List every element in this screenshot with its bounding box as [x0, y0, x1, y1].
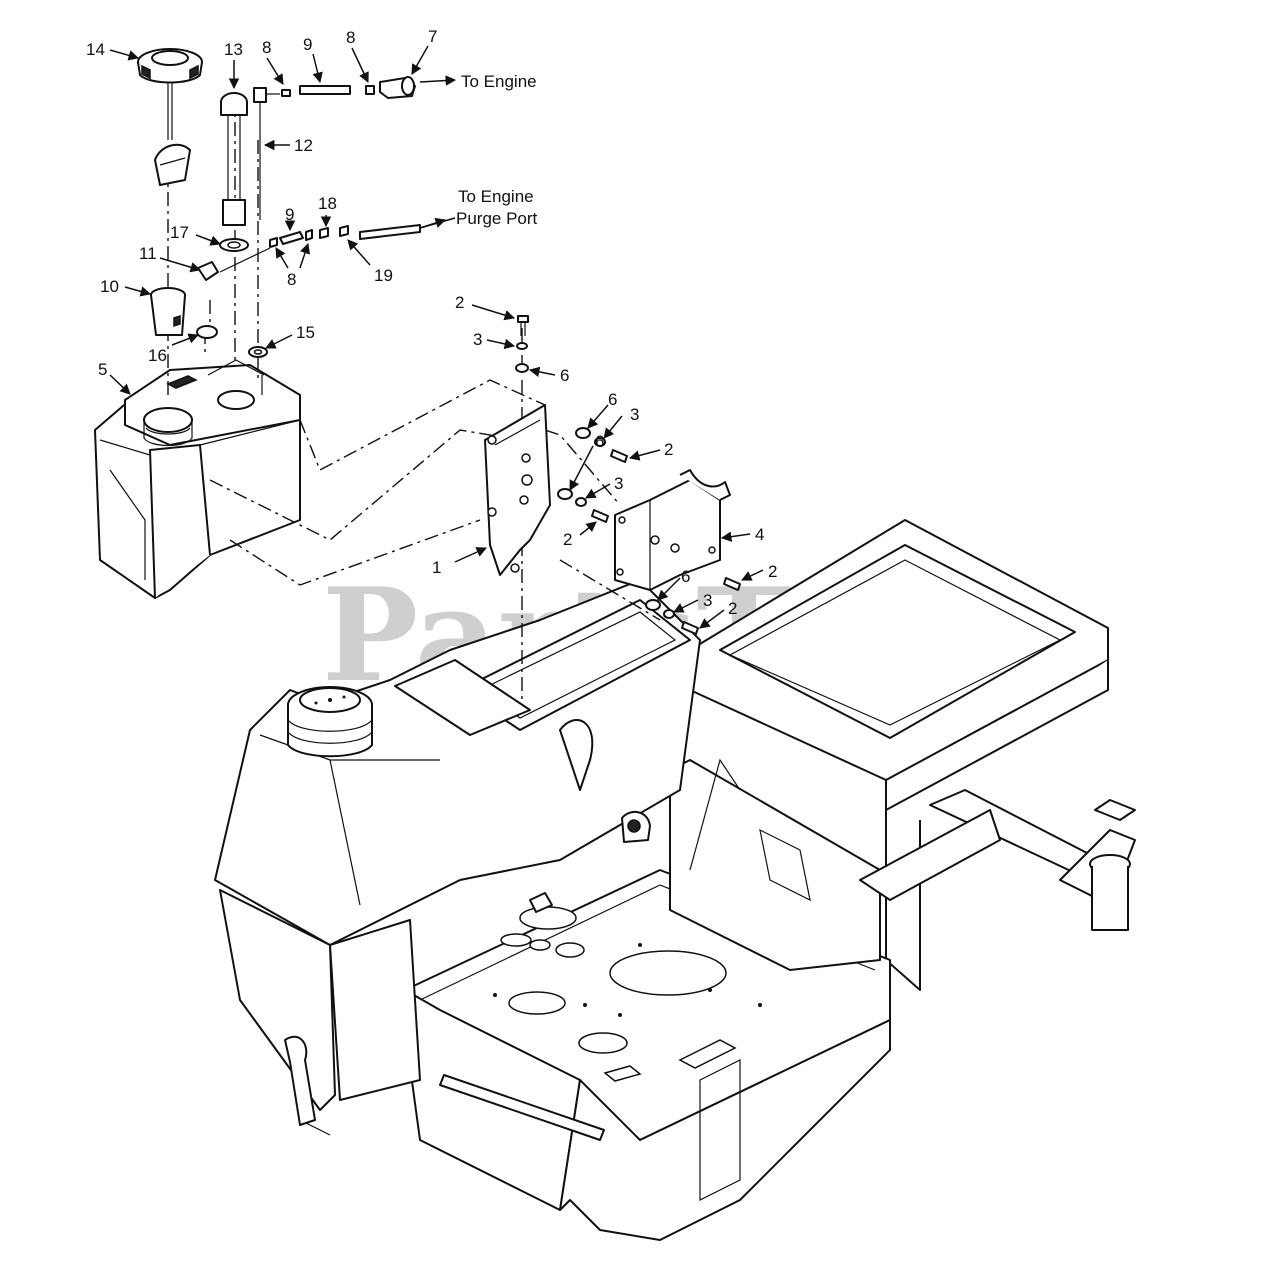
- callout-2: 2: [664, 440, 673, 459]
- callout-13: 13: [224, 40, 243, 59]
- bracket-4: [614, 469, 731, 591]
- leader-lines: [109, 45, 764, 629]
- callout-11: 11: [139, 244, 157, 263]
- callout-labels: 14 13 8 9 8 7 12 9 18 17 11 8 19 10 2 16…: [86, 27, 777, 618]
- fasteners: [515, 315, 741, 635]
- callout-6: 6: [595, 432, 604, 451]
- axle-rod: [284, 1035, 605, 1141]
- callout-15: 15: [296, 323, 315, 342]
- fuel-line-assembly: [281, 76, 416, 99]
- callout-12: 12: [294, 136, 313, 155]
- bracket-1: [484, 404, 551, 576]
- note-purge-line2: Purge Port: [456, 209, 538, 228]
- fuel-gauge: [220, 92, 248, 226]
- note-to-engine: To Engine: [461, 72, 537, 91]
- callout-3: 3: [703, 591, 712, 610]
- cap-tether: [154, 143, 191, 186]
- callout-3: 3: [614, 474, 623, 493]
- assembly-guide-lines: [167, 95, 661, 700]
- callout-8: 8: [346, 28, 355, 47]
- callout-8: 8: [287, 270, 296, 289]
- fuel-pickup-tube: [253, 87, 280, 220]
- fuel-cap: [137, 48, 203, 140]
- callout-9: 9: [285, 205, 294, 224]
- note-purge-line1: To Engine: [458, 187, 534, 206]
- callout-17: 17: [170, 223, 189, 242]
- callout-16: 16: [148, 346, 167, 365]
- callout-19: 19: [374, 266, 393, 285]
- floor-plate-holes: [493, 906, 762, 1082]
- callout-2: 2: [455, 293, 464, 312]
- purge-line-assembly: [197, 224, 421, 281]
- callout-6: 6: [608, 390, 617, 409]
- callout-3: 3: [630, 405, 639, 424]
- callout-7: 7: [428, 27, 437, 46]
- callout-6: 6: [560, 366, 569, 385]
- grommets: [150, 238, 268, 358]
- callout-5: 5: [98, 360, 107, 379]
- callout-6: 6: [681, 567, 690, 586]
- callout-4: 4: [755, 525, 764, 544]
- callout-2: 2: [768, 562, 777, 581]
- callout-2: 2: [563, 530, 572, 549]
- callout-14: 14: [86, 40, 105, 59]
- callout-8: 8: [262, 38, 271, 57]
- callout-3: 3: [473, 330, 482, 349]
- callout-2: 2: [728, 599, 737, 618]
- callout-18: 18: [318, 194, 337, 213]
- notes: To Engine To Engine Purge Port: [456, 72, 538, 228]
- callout-9: 9: [303, 35, 312, 54]
- callout-10: 10: [100, 277, 119, 296]
- fuel-tank-part: [94, 359, 301, 599]
- callout-1: 1: [432, 558, 441, 577]
- assembled-fuel-tank: [214, 579, 701, 946]
